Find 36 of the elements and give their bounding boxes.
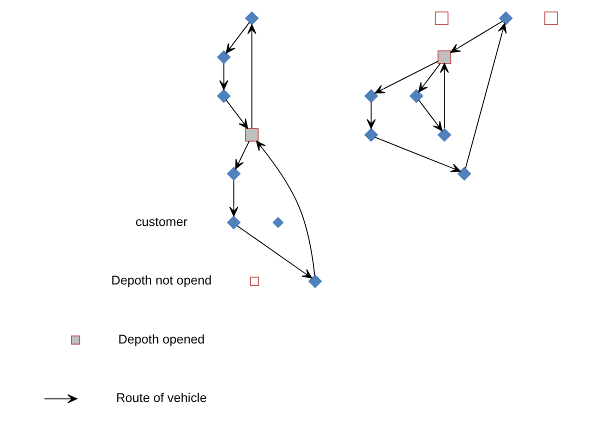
node-diamond <box>436 128 451 142</box>
arrow <box>246 24 256 129</box>
arrow <box>418 100 442 132</box>
arrow <box>439 63 448 129</box>
node-box <box>544 11 558 26</box>
arrow <box>225 100 248 129</box>
arrow <box>228 180 238 217</box>
arrow <box>225 22 250 54</box>
node-diamond <box>364 89 378 103</box>
arrow <box>234 140 250 170</box>
node-diamond <box>226 216 240 230</box>
arrow <box>374 60 438 94</box>
arrow <box>256 140 315 276</box>
arrow <box>236 225 312 278</box>
node-diamond <box>498 11 512 26</box>
arrow <box>450 20 502 53</box>
legend-label: Route of vehicle <box>116 391 206 406</box>
arrow <box>418 63 440 92</box>
node-diamond <box>364 128 378 142</box>
legend-label: Depoth opened <box>118 332 204 346</box>
arrow <box>464 23 506 169</box>
node-diamond <box>226 166 240 181</box>
legend-label: Depoth not opend <box>110 274 212 288</box>
node-diamond <box>308 274 322 288</box>
node-diamond <box>244 11 258 26</box>
node-diamond <box>456 166 471 181</box>
legend-label: customer <box>134 214 187 229</box>
node-box <box>434 11 448 26</box>
node-diamond <box>408 89 423 103</box>
arrow <box>218 63 228 90</box>
arrow <box>366 102 376 129</box>
node-box <box>244 128 258 142</box>
node-diamond <box>216 89 230 103</box>
node-box <box>437 50 451 64</box>
arrow <box>374 136 460 172</box>
node-diamond <box>216 50 230 64</box>
